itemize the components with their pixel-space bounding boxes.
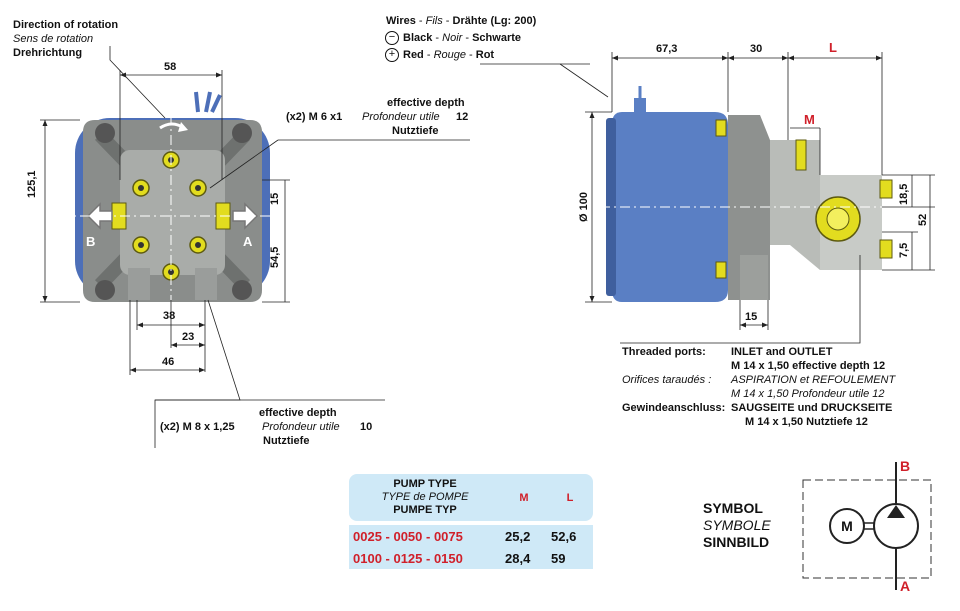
dim-m: M xyxy=(804,112,815,127)
row-pump-type: 0025 - 0050 - 0075 xyxy=(349,525,501,547)
hydraulic-symbol xyxy=(802,462,932,590)
dim-38: 38 xyxy=(163,310,176,322)
row-pump-type: 0100 - 0125 - 0150 xyxy=(349,547,501,569)
port-a-label: A xyxy=(243,234,253,249)
ports-fr-value: ASPIRATION et REFOULEMENT xyxy=(731,374,896,386)
symbol-port-a: A xyxy=(900,578,911,594)
pump-cover-front xyxy=(120,150,225,275)
ports-en-line2: M 14 x 1,50 effective depth 12 xyxy=(731,360,886,372)
port-b-label: B xyxy=(86,234,96,249)
dim-58: 58 xyxy=(164,61,177,73)
ports-de-line2: M 14 x 1,50 Nutztiefe 12 xyxy=(745,416,868,428)
dim-125: 125,1 xyxy=(26,170,38,198)
dim-18-5: 18,5 xyxy=(898,183,910,205)
dim-23: 23 xyxy=(182,331,195,343)
table-row: 0025 - 0050 - 0075 25,2 52,6 xyxy=(349,525,593,547)
col-l-header: L xyxy=(547,474,593,521)
pump-symbol-icon xyxy=(873,503,919,549)
row-m-value: 28,4 xyxy=(501,547,547,569)
ports-fr-title: Orifices taraudés : xyxy=(622,374,712,386)
wires-title: Wires - Fils - Drähte (Lg: 200) xyxy=(386,15,537,27)
dim-15-front: 15 xyxy=(269,192,281,205)
m8-effective-depth: effective depth xyxy=(259,407,337,419)
row-l-value: 59 xyxy=(547,547,593,569)
minus-circle-icon: − xyxy=(385,31,399,45)
dim-30: 30 xyxy=(750,43,763,55)
symbol-label: SYMBOL SYMBOLE SINNBILD xyxy=(703,500,771,550)
table-header-row: PUMP TYPE TYPE de POMPE PUMPE TYP M L xyxy=(349,474,593,521)
dim-46: 46 xyxy=(162,356,175,368)
dim-52: 52 xyxy=(917,213,929,226)
pump-type-header: PUMP TYPE TYPE de POMPE PUMPE TYP xyxy=(349,474,501,521)
wire-black: −Black - Noir - Schwarte xyxy=(385,31,521,45)
side-view-drawing xyxy=(480,52,935,344)
m6-depth-value: 12 xyxy=(456,111,469,123)
front-view-drawing xyxy=(40,46,470,448)
m6-qty: (x2) M 6 x1 xyxy=(286,111,343,123)
col-m-header: M xyxy=(501,474,547,521)
m8-depth-value: 10 xyxy=(360,421,373,433)
ports-de-title: Gewindeanschluss: xyxy=(622,402,726,414)
m6-profondeur: Profondeur utile xyxy=(362,111,440,123)
ports-en-value: INLET and OUTLET xyxy=(731,346,833,358)
table-row: 0100 - 0125 - 0150 28,4 59 xyxy=(349,547,593,569)
rotation-label-de: Drehrichtung xyxy=(13,47,83,59)
symbol-motor-letter: M xyxy=(841,518,853,534)
m6-nutztiefe: Nutztiefe xyxy=(392,125,439,137)
ports-de-value: SAUGSEITE und DRUCKSEITE xyxy=(731,402,893,414)
ports-fr-line2: M 14 x 1,50 Profondeur utile 12 xyxy=(731,388,885,400)
m8-nutztiefe: Nutztiefe xyxy=(263,435,310,447)
dim-67-3: 67,3 xyxy=(656,43,678,55)
dim-diameter: Ø 100 xyxy=(578,192,590,222)
plus-circle-icon: + xyxy=(385,48,399,62)
dim-l: L xyxy=(829,40,837,55)
symbol-port-b: B xyxy=(900,458,911,474)
m8-qty: (x2) M 8 x 1,25 xyxy=(160,421,235,433)
pump-type-table: PUMP TYPE TYPE de POMPE PUMPE TYP M L 00… xyxy=(349,474,593,569)
m8-profondeur: Profondeur utile xyxy=(262,421,340,433)
wire-red: +Red - Rouge - Rot xyxy=(385,48,494,62)
motor-symbol-icon xyxy=(829,508,865,544)
dim-15-side: 15 xyxy=(745,311,758,323)
rotation-label-fr: Sens de rotation xyxy=(13,33,94,45)
row-m-value: 25,2 xyxy=(501,525,547,547)
dim-54-5: 54,5 xyxy=(269,246,281,268)
ports-en-title: Threaded ports: xyxy=(622,346,706,358)
rotation-label-en: Direction of rotation xyxy=(13,19,119,31)
dim-7-5: 7,5 xyxy=(898,242,910,258)
row-l-value: 52,6 xyxy=(547,525,593,547)
m6-effective-depth: effective depth xyxy=(387,97,465,109)
